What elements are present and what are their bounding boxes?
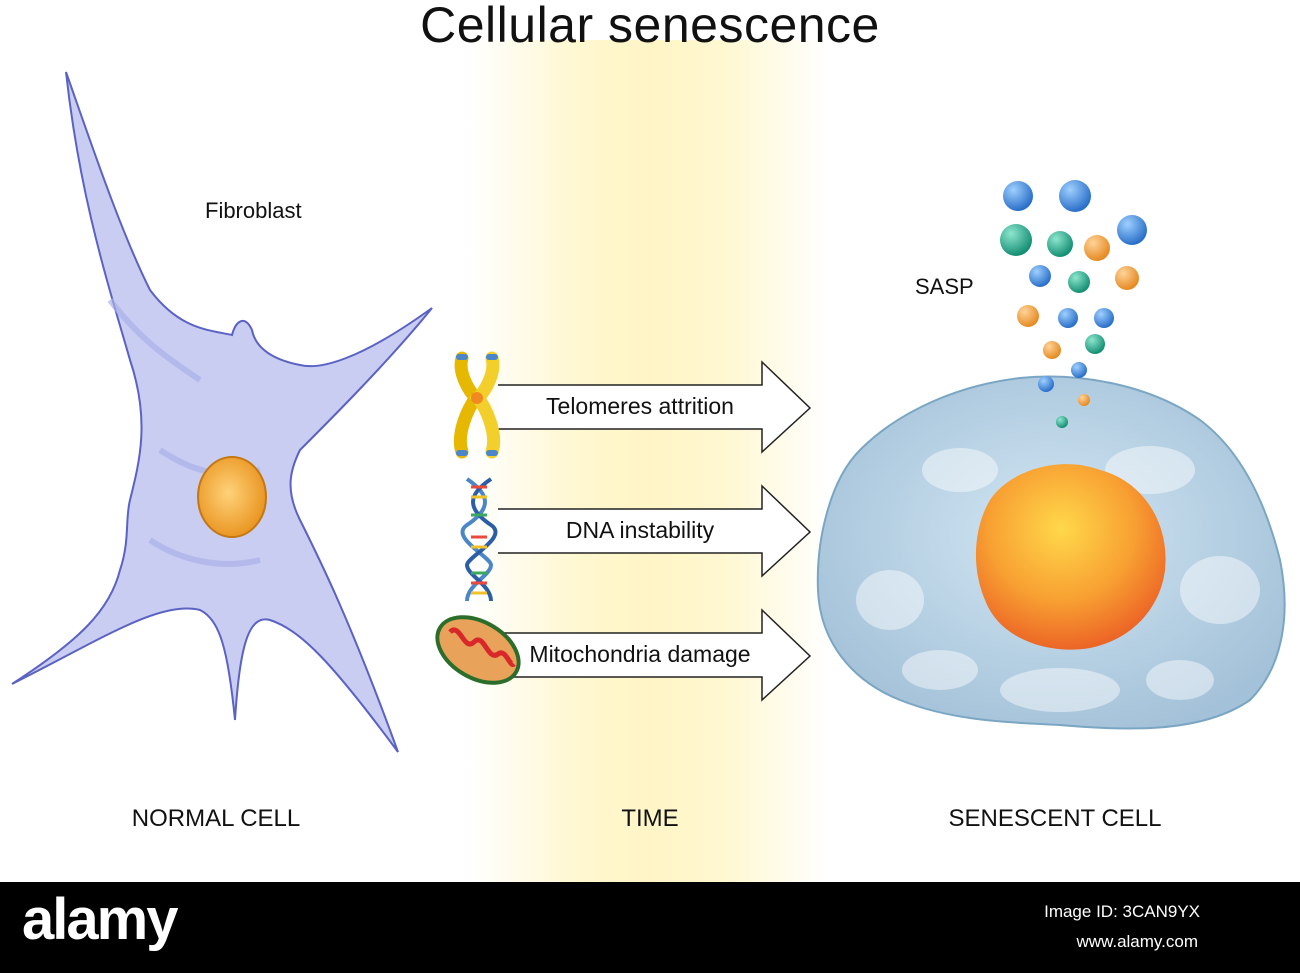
fibroblast-nucleus bbox=[197, 456, 267, 538]
senescent-cell-label: SENESCENT CELL bbox=[948, 805, 1162, 832]
arrow-mitochondria bbox=[498, 608, 812, 702]
fibroblast-label: Fibroblast bbox=[205, 198, 302, 223]
fibroblast-body bbox=[11, 71, 433, 753]
chromosome-icon bbox=[454, 351, 500, 459]
arrow-label-telomeres: Telomeres attrition bbox=[546, 393, 734, 419]
footer-url: www.alamy.com bbox=[1076, 932, 1198, 951]
arrow-telomeres bbox=[498, 360, 812, 454]
sasp-particles bbox=[1000, 180, 1147, 428]
normal-cell-label: NORMAL CELL bbox=[131, 805, 301, 832]
footer-bar: alamy Image ID: 3CAN9YX www.alamy.com bbox=[0, 882, 1300, 973]
page-title: Cellular senescence bbox=[420, 0, 880, 53]
mitochondrion-icon bbox=[435, 615, 521, 685]
time-gradient-band bbox=[470, 40, 830, 882]
senescent-nucleus bbox=[975, 464, 1166, 650]
dna-helix-icon bbox=[460, 477, 498, 602]
brand-logo: alamy bbox=[22, 887, 178, 952]
image-id: Image ID: 3CAN9YX bbox=[1044, 902, 1200, 921]
arrow-label-dna: DNA instability bbox=[565, 517, 715, 543]
time-label: TIME bbox=[621, 805, 679, 832]
arrow-dna bbox=[498, 484, 812, 578]
arrow-label-mitochondria: Mitochondria damage bbox=[529, 641, 751, 667]
sasp-label: SASP bbox=[915, 274, 974, 299]
